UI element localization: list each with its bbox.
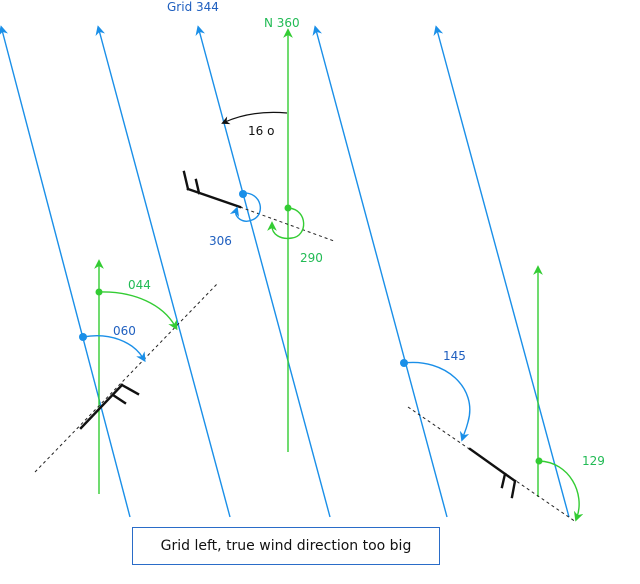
angle-label-044: 044 xyxy=(128,278,151,292)
dot-left-green xyxy=(95,288,103,296)
dot-top-blue xyxy=(239,190,247,198)
caption-text: Grid left, true wind direction too big xyxy=(160,538,412,554)
angle-label-060: 060 xyxy=(113,324,136,338)
dot-left-blue xyxy=(79,333,87,341)
convergence-arc xyxy=(221,111,288,125)
grid-angle-arcs xyxy=(82,192,471,442)
origin-dots xyxy=(79,190,543,465)
wind-dashed-lines xyxy=(34,206,577,523)
arc-044 xyxy=(98,291,178,331)
grid-north-label: Grid 344 xyxy=(167,0,219,14)
convergence-label: 16 o xyxy=(248,124,274,138)
wind-line-right xyxy=(407,406,577,523)
wind-barb-right xyxy=(468,447,517,499)
grid-line-2 xyxy=(95,25,231,518)
angle-label-145: 145 xyxy=(443,349,466,363)
wind-line-left xyxy=(34,283,218,473)
wind-barb-left xyxy=(79,383,140,430)
arc-306 xyxy=(229,192,262,222)
arc-060 xyxy=(82,335,146,363)
dot-right-green xyxy=(535,457,543,465)
grid-line-3 xyxy=(195,25,331,518)
true-north-label: N 360 xyxy=(264,16,300,30)
true-north-lines xyxy=(94,28,543,497)
grid-lines xyxy=(0,25,570,518)
caption-box: Grid left, true wind direction too big xyxy=(132,527,440,565)
grid-line-1 xyxy=(0,25,131,518)
arc-290 xyxy=(267,207,305,240)
dot-right-blue xyxy=(400,359,408,367)
dot-top-green xyxy=(284,204,292,212)
wind-barbs xyxy=(79,170,517,499)
grid-line-4 xyxy=(312,25,448,518)
wind-line-top xyxy=(239,206,335,242)
angle-label-290: 290 xyxy=(300,251,323,265)
angle-label-129: 129 xyxy=(582,454,605,468)
arc-145 xyxy=(403,361,471,442)
grid-line-5 xyxy=(433,25,570,518)
arc-129 xyxy=(538,460,584,522)
angle-label-306: 306 xyxy=(209,234,232,248)
true-angle-arcs xyxy=(98,207,584,522)
wind-barb-top xyxy=(182,170,242,209)
